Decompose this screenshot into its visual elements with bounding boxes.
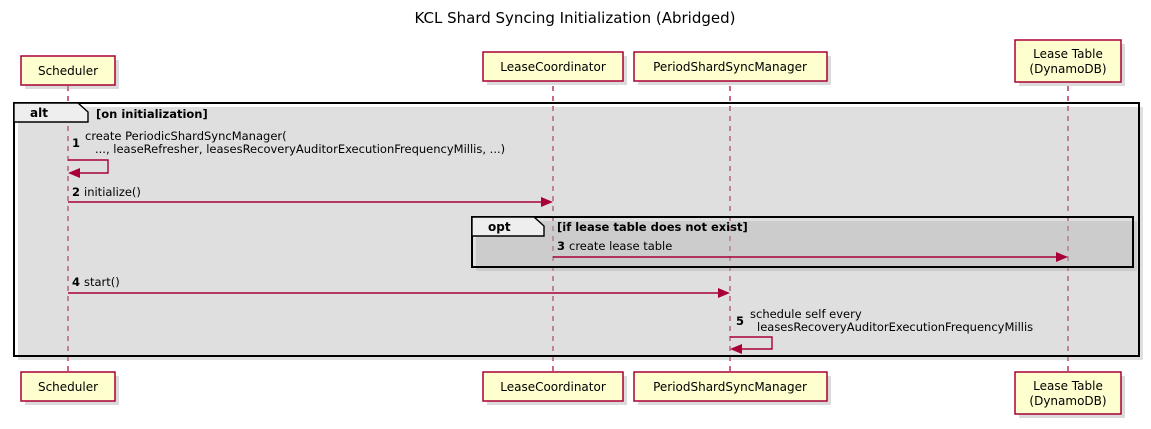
opt-frame-tab [471,216,545,237]
participant-period-shard-sync-manager-bottom[interactable]: PeriodShardSyncManager [633,371,831,405]
message-4-sequence-number: 4 [72,275,80,289]
fragment-alt-on-initialization: alt [on initialization] [13,102,1143,360]
message-2-initialize: 2 initialize() [68,185,553,207]
fragment-opt-lease-table-missing: opt [if lease table does not exist] [471,216,1137,271]
participant-lease-table-top[interactable]: Lease Table (DynamoDB) [1014,39,1125,86]
opt-frame-guard: [if lease table does not exist] [557,220,748,234]
message-4-label: start() [84,275,120,289]
message-1-self-loop [68,159,109,174]
participant-lease-coordinator-top[interactable]: LeaseCoordinator [482,51,627,85]
message-5-sequence-number: 5 [736,314,744,328]
participant-scheduler-bottom-label: Scheduler [38,380,98,394]
participant-lease-coordinator-bottom-label: LeaseCoordinator [500,380,606,394]
message-3-arrowhead [1056,252,1068,262]
participant-period-shard-sync-manager-top-label: PeriodShardSyncManager [653,60,807,74]
message-1-sequence-number: 1 [72,136,80,150]
participant-lease-table-top-label-line-1: Lease Table [1033,47,1103,61]
participant-lease-coordinator-top-box[interactable] [482,51,624,82]
alt-frame-shadow [18,107,1143,360]
message-2-label: initialize() [84,185,141,199]
message-4-start: 4 start() [68,275,730,298]
participant-lease-coordinator-top-label: LeaseCoordinator [500,60,606,74]
participant-period-shard-sync-manager-bottom-label: PeriodShardSyncManager [653,380,807,394]
participant-lease-table-bottom-box[interactable] [1014,371,1122,415]
message-5-self-loop [730,336,773,350]
message-5-schedule-self: 5 schedule self every leasesRecoveryAudi… [730,307,1033,354]
participant-lease-table-bottom[interactable]: Lease Table (DynamoDB) [1014,371,1125,418]
participant-lease-table-top-label-line-2: (DynamoDB) [1029,62,1106,76]
opt-frame-tab-label: opt [488,220,511,234]
participant-period-shard-sync-manager-top-box[interactable] [633,51,828,82]
opt-frame-border [471,216,1134,268]
lifelines [67,86,1069,372]
message-1-arrowhead [68,168,80,178]
participant-lease-table-top-box[interactable] [1014,39,1122,83]
participant-lease-coordinator-bottom[interactable]: LeaseCoordinator [482,371,627,405]
participant-period-shard-sync-manager-bottom-box[interactable] [633,371,828,402]
message-5-arrowhead [730,344,742,354]
message-2-sequence-number: 2 [72,185,80,199]
message-3-label: create lease table [569,239,672,253]
participant-scheduler-top[interactable]: Scheduler [20,55,119,89]
message-1-label-line-2: ..., leaseRefresher, leasesRecoveryAudit… [95,142,505,156]
alt-frame-tab [13,102,89,123]
diagram-title: KCL Shard Syncing Initialization (Abridg… [415,9,736,27]
participant-lease-table-bottom-label-line-1: Lease Table [1033,379,1103,393]
participant-scheduler-bottom[interactable]: Scheduler [20,371,119,405]
participant-period-shard-sync-manager-top[interactable]: PeriodShardSyncManager [633,51,831,85]
alt-frame-tab-label: alt [30,106,48,120]
alt-frame-guard: [on initialization] [96,107,208,121]
message-1-create-periodic-shard-sync-manager: 1 create PeriodicShardSyncManager( ..., … [68,129,505,178]
message-2-arrowhead [541,197,553,207]
participants-bottom: Scheduler LeaseCoordinator PeriodShardSy… [20,371,1125,418]
participant-scheduler-top-box[interactable] [20,55,116,86]
alt-frame-border [13,102,1140,357]
message-3-create-lease-table: 3 create lease table [553,239,1068,262]
message-3-sequence-number: 3 [557,239,565,253]
participant-scheduler-top-label: Scheduler [38,64,98,78]
participants-top: Scheduler LeaseCoordinator PeriodShardSy… [20,39,1125,89]
participant-scheduler-bottom-box[interactable] [20,371,116,402]
participant-lease-coordinator-bottom-box[interactable] [482,371,624,402]
message-4-arrowhead [718,288,730,298]
message-1-label-line-1: create PeriodicShardSyncManager( [85,129,287,143]
message-5-label-line-1: schedule self every [750,307,862,321]
opt-frame-shadow [476,221,1137,271]
participant-lease-table-bottom-label-line-2: (DynamoDB) [1029,394,1106,408]
message-5-label-line-2: leasesRecoveryAuditorExecutionFrequencyM… [757,320,1033,334]
